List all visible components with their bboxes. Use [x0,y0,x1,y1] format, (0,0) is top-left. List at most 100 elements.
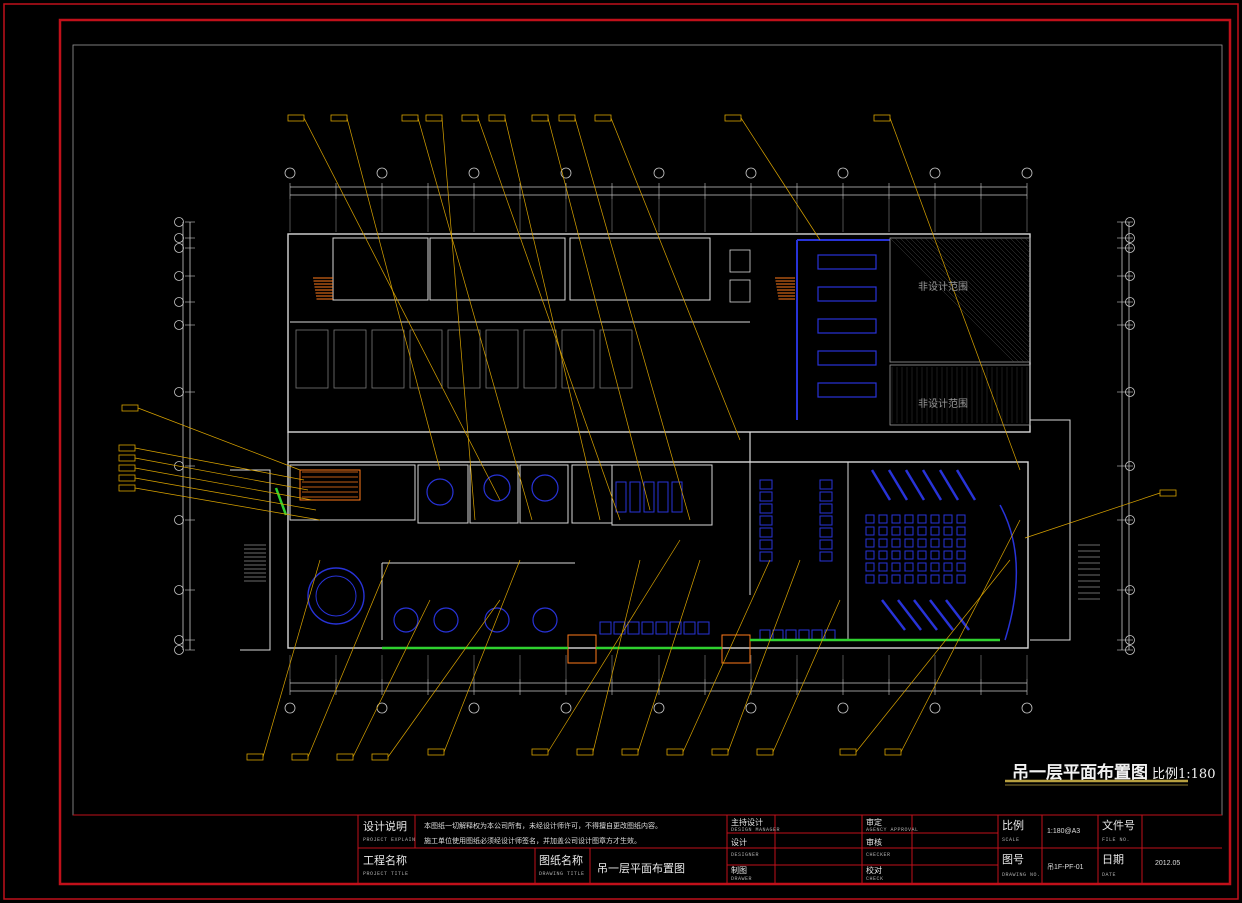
design-note-label: 设计说明 [363,820,407,833]
restroom [611,464,713,526]
lower-room [289,464,416,521]
hatch-line [914,237,1031,354]
leader-line [137,407,301,471]
hatch-line [939,237,1031,329]
annotation-tag [118,484,136,492]
annotation-tag [118,454,136,462]
leader-line [504,117,601,521]
hatch-line [989,237,1031,279]
sofa-seat [697,621,710,635]
round-table [531,474,559,502]
toilet-stall [671,481,683,513]
drawing-no-label: 图号 [1002,853,1024,866]
axis-bubble-top [653,167,665,179]
annotation-tag [121,404,139,412]
auditorium-seat [878,562,888,572]
reviewer-label-en: AGENCY APPROVAL [866,827,919,833]
parking-bay [599,329,633,389]
auditorium-seat [917,550,927,560]
leader-line [443,559,521,753]
leader-line [134,477,317,511]
axis-bubble-left [174,585,184,595]
seat [759,491,773,502]
axis-bubble-bottom [1021,702,1033,714]
auditorium-seat [930,562,940,572]
annotation-tag [118,474,136,482]
west-annex [230,469,271,651]
auditorium-seat [865,514,875,524]
annotation-tag [401,114,419,122]
axis-bubble-top [929,167,941,179]
toilet-stall [643,481,655,513]
toilet-stall [629,481,641,513]
annotation-tag [711,748,729,756]
hatch-line [1009,237,1031,259]
hatch-line [909,237,1031,359]
annotation-tag [756,748,774,756]
annotation-tag [531,114,549,122]
auditorium-seat [904,550,914,560]
auditorium-seat [904,562,914,572]
annotation-tag [246,753,264,761]
auditorium-seat [943,538,953,548]
hatched-zone-2 [889,364,1031,426]
auditorium-seat [878,550,888,560]
annotation-tag [576,748,594,756]
axis-bubble-left [174,461,184,471]
leader-line [441,117,476,521]
seat [819,491,833,502]
auditorium-seat [930,574,940,584]
axis-bubble-left [174,515,184,525]
sofa-seat [683,621,696,635]
design-note-line-1: 本图纸一切解释权为本公司所有，未经设计师许可，不得擅自更改图纸内容。 [424,823,662,830]
auditorium-seat [917,574,927,584]
leader-line [727,559,801,753]
annotation-tag [488,114,506,122]
leader-line [1024,492,1161,539]
axis-bubble-top [745,167,757,179]
auditorium-seat-row [929,599,954,631]
private-dining-room [417,464,469,524]
hatch-line [934,237,1031,334]
auditorium-seat [956,514,966,524]
drawing-name-value: 吊一层平面布置图 [597,862,685,875]
annotation-tag [118,444,136,452]
leader-line [682,559,771,753]
scale-label: 比例 [1002,819,1024,832]
leader-line [303,117,501,501]
axis-bubble-right [1125,271,1135,281]
hatch-line [974,237,1031,294]
auditorium-seat [930,526,940,536]
hatch-line [954,237,1031,314]
round-table [532,607,558,633]
auditorium-seat-row [904,469,926,501]
sofa-seat [627,621,640,635]
auditorium-seat [891,574,901,584]
auditorium-seat [865,526,875,536]
scale-value: 1:180@A3 [1047,828,1081,835]
leader-line [346,117,441,471]
leader-line [134,487,321,521]
axis-bubble-bottom [284,702,296,714]
auditorium-seat [878,514,888,524]
axis-bubble-right [1125,243,1135,253]
upper-room-3 [569,237,711,301]
chief-designer-label-en: DESIGN MANAGER [731,827,781,833]
toilet-stall [657,481,669,513]
leader-line [900,519,1021,753]
seat [759,539,773,550]
annotation-tag [1159,489,1177,497]
axis-bubble-top [376,167,388,179]
chief-designer-label: 主持设计 [731,818,763,827]
non-design-area-label: 非设计范围 [918,399,968,410]
axis-bubble-right [1125,515,1135,525]
axis-bubble-left [174,271,184,281]
hatch-line [929,237,1031,339]
design-note-line-2: 施工单位使用图纸必须经设计师签名，并加盖公司设计图章方才生效。 [424,838,641,845]
auditorium-seat [878,526,888,536]
auditorium-seat-row [945,599,970,631]
annotation-tag [621,748,639,756]
axis-bubble-bottom [468,702,480,714]
project-title-label-en: PROJECT TITLE [363,871,409,877]
axis-bubble-left [174,320,184,330]
